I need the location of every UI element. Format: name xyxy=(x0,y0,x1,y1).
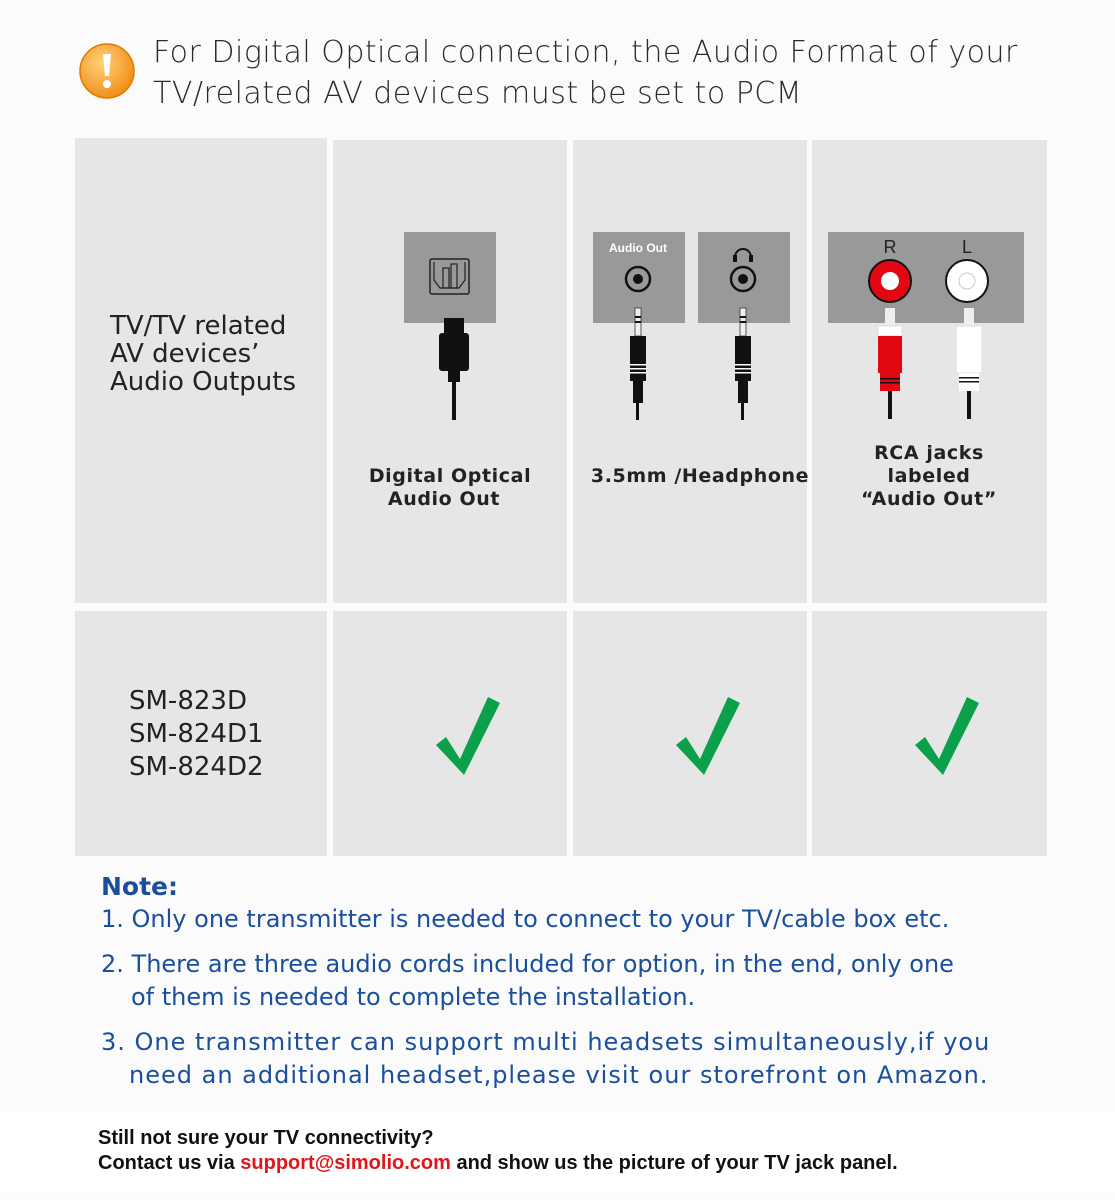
note-line: need an additional headset,please visit … xyxy=(129,1061,989,1089)
footer-question: Still not sure your TV connectivity? xyxy=(98,1127,434,1149)
cell-rca xyxy=(812,140,1047,603)
caption-line: “Audio Out” xyxy=(861,488,997,510)
footer-contact: Still not sure your TV connectivity? Con… xyxy=(98,1126,898,1176)
audio-out-port-label: Audio Out xyxy=(609,241,667,255)
support-email-link[interactable]: support@simolio.com xyxy=(240,1152,451,1174)
row-label-audio-outputs: TV/TV related AV devices’ Audio Outputs xyxy=(110,310,296,398)
caption-line: labeled xyxy=(887,465,971,487)
caption-line: RCA jacks xyxy=(874,442,984,464)
note-line: 2. There are three audio cords included … xyxy=(101,950,954,978)
rca-l-label: L xyxy=(961,237,972,257)
cell-headphone xyxy=(573,140,807,603)
note-line: of them is needed to complete the instal… xyxy=(131,983,696,1011)
cell-optical-support xyxy=(333,611,567,856)
warning-line: For Digital Optical connection, the Audi… xyxy=(153,35,1018,70)
note-item-1: 1. Only one transmitter is needed to con… xyxy=(101,903,949,936)
caption-headphone: 3.5mm /Headphone xyxy=(585,465,815,488)
cell-headphone-support xyxy=(573,611,807,856)
caption-optical: Digital Optical Audio Out xyxy=(340,465,560,511)
contact-suffix: and show us the picture of your TV jack … xyxy=(450,1152,898,1174)
model-name: SM-824D2 xyxy=(129,752,264,782)
cell-rca-support xyxy=(812,611,1047,856)
footer-band xyxy=(0,1112,1115,1192)
note-title: Note: xyxy=(101,872,179,901)
warning-exclamation-icon xyxy=(78,42,136,100)
label-line: TV/TV related xyxy=(110,311,287,341)
rca-r-label: R xyxy=(883,237,897,257)
caption-line: Audio Out xyxy=(387,488,501,510)
note-item-2: 2. There are three audio cords included … xyxy=(101,948,954,1014)
pcm-warning-text: For Digital Optical connection, the Audi… xyxy=(153,32,1018,114)
note-item-3: 3. One transmitter can support multi hea… xyxy=(101,1026,990,1092)
caption-line: Digital Optical xyxy=(368,465,532,487)
cell-optical xyxy=(333,140,567,603)
caption-line: 3.5mm /Headphone xyxy=(590,465,810,487)
note-line: 1. Only one transmitter is needed to con… xyxy=(101,905,950,933)
label-line: Audio Outputs xyxy=(110,367,297,397)
warning-line: TV/related AV devices must be set to PCM xyxy=(153,76,803,111)
model-name: SM-824D1 xyxy=(129,719,264,749)
footer-contact-line: Contact us via support@simolio.com and s… xyxy=(98,1151,898,1176)
row-label-cell-outputs xyxy=(75,138,327,603)
caption-rca: RCA jacks labeled “Audio Out” xyxy=(815,442,1043,511)
row-label-cell-models xyxy=(75,611,327,856)
note-line: 3. One transmitter can support multi hea… xyxy=(101,1028,991,1056)
row-label-models: SM-823D SM-824D1 SM-824D2 xyxy=(129,685,264,784)
model-name: SM-823D xyxy=(129,686,247,716)
label-line: AV devices’ xyxy=(110,339,260,369)
contact-prefix: Contact us via xyxy=(98,1152,241,1174)
